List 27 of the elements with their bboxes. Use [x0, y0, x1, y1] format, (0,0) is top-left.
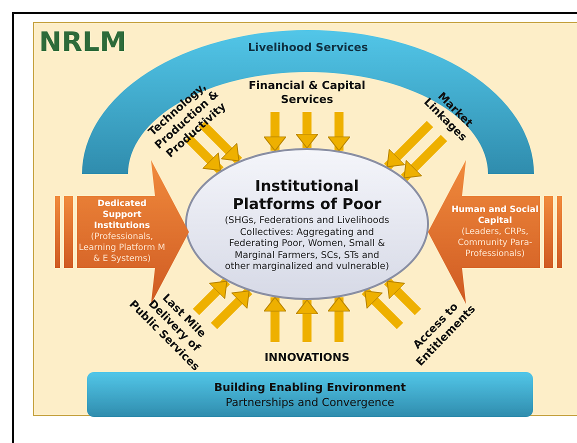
arrow — [264, 296, 286, 342]
arrow — [328, 112, 350, 152]
banner-bar — [87, 372, 533, 417]
arrow — [198, 120, 242, 164]
arrow — [192, 278, 230, 316]
arrow — [362, 288, 404, 330]
text-label: Financial & Capital Services — [236, 76, 378, 110]
heading: Institutional Platforms of Poor — [232, 177, 382, 214]
arrow-shape — [428, 160, 562, 304]
arrow — [384, 120, 434, 170]
body-text: (Professionals, Learning Platform M & E Systems) — [78, 232, 166, 265]
body-text: (Leaders, CRPs, Community Para-Professionals) — [456, 226, 534, 260]
arrow — [184, 134, 224, 174]
arrow — [296, 300, 318, 342]
heading: Dedicated Support Institutions — [93, 199, 151, 232]
arrow — [264, 112, 286, 152]
body-text: Partnerships and Convergence — [224, 394, 396, 410]
body-text: (SHGs, Federations and Livelihoods Collectives: Aggregating and Federating Poor, Women, Small & Marginal Farmers, SCs, STs and other marginalized and vulnerable) — [224, 215, 390, 273]
heading: Human and Social Capital — [450, 204, 540, 226]
arrow — [400, 134, 448, 182]
arrow — [210, 288, 252, 330]
arrow — [384, 278, 422, 316]
text-label: INNOVATIONS — [247, 348, 367, 368]
heading: Livelihood Services — [248, 41, 368, 54]
title: NRLM — [39, 27, 126, 58]
heading: Building Enabling Environment — [213, 380, 407, 394]
arrow — [296, 112, 318, 148]
